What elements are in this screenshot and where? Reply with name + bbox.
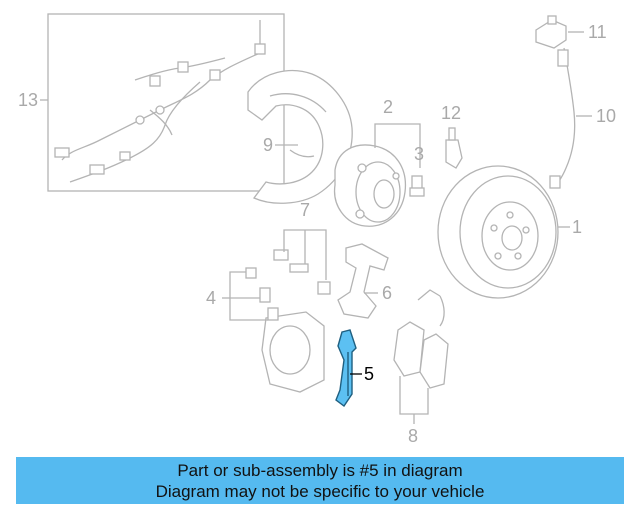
guide-pins-part-7 [273,249,331,295]
callout-12: 12 [441,103,461,123]
wheel-speed-sensor-part-12 [445,127,463,169]
callout-10: 10 [596,106,616,126]
caliper-bracket-part-6 [337,243,389,319]
callout-11: 11 [588,22,607,42]
info-banner: Part or sub-assembly is #5 in diagram Di… [16,457,624,504]
hose-bracket-part-11 [535,15,567,49]
brake-pads-part-8 [393,289,449,389]
splash-shield-part-9 [247,70,353,204]
wiring-harness-part-13 [40,13,285,192]
hub-bolt-part-3 [409,175,425,197]
brake-hose-part-10 [549,47,576,189]
brake-caliper-part-4 [245,267,325,393]
callout-9: 9 [263,135,273,155]
callout-3: 3 [414,144,424,164]
brake-rotor-part-1 [437,165,559,299]
banner-line-disclaimer: Diagram may not be specific to your vehi… [155,482,485,501]
callout-1: 1 [572,217,582,237]
banner-line-part-number: Part or sub-assembly is #5 in diagram [177,461,463,480]
callout-5: 5 [364,364,374,384]
callout-8: 8 [408,426,418,446]
anti-rattle-spring-part-5 [335,329,357,408]
callout-2: 2 [383,97,393,117]
wheel-hub-part-2 [333,144,407,227]
callout-13: 13 [18,90,38,110]
callout-4: 4 [206,288,216,308]
callout-6: 6 [382,283,392,303]
callout-7: 7 [300,200,310,220]
